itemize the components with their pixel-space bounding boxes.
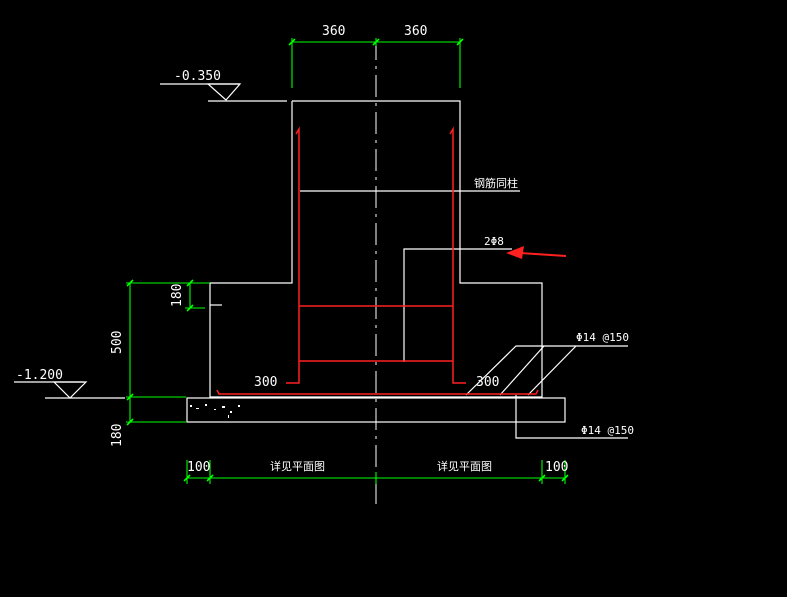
stirrup-label: 2Φ8 <box>484 235 504 248</box>
elevation-marker-upper <box>206 83 242 101</box>
column-bar-right <box>449 126 466 384</box>
column-bar-left <box>286 126 300 384</box>
dim-height-500: 500 <box>110 331 125 354</box>
dim-bottom-right: 100 <box>545 460 568 475</box>
dim-bottom-mid-right: 详见平面图 <box>437 459 492 473</box>
column-step-profile <box>209 100 543 398</box>
slab-hatch <box>190 404 240 418</box>
stirrup-leader <box>403 248 512 362</box>
anchor-left-label: 300 <box>254 375 277 390</box>
dim-bottom-left: 100 <box>187 460 210 475</box>
anchor-right-label: 300 <box>476 375 499 390</box>
rebar-top-label: Φ14 @150 <box>576 331 629 344</box>
dimension-ticks <box>126 38 569 482</box>
elevation-marker-lower <box>52 381 88 399</box>
dim-height-180-upper: 180 <box>170 284 185 307</box>
pointer-arrow <box>506 246 567 259</box>
rebar-top-leader-2 <box>499 345 545 396</box>
rebar-bottom-label: Φ14 @150 <box>581 424 634 437</box>
rebar-bottom-leader <box>515 395 628 439</box>
elevation-lower: -1.200 <box>16 368 63 383</box>
rebar-top-leader <box>465 345 628 396</box>
elevation-upper: -0.350 <box>174 69 221 84</box>
dim-height-180-lower: 180 <box>110 424 125 447</box>
base-bar <box>216 389 539 395</box>
dim-top-right: 360 <box>404 24 427 39</box>
column-rebar-label: 钢筋同柱 <box>474 176 518 190</box>
dim-bottom-mid-left: 详见平面图 <box>270 459 325 473</box>
dim-top-left: 360 <box>322 24 345 39</box>
foundation-outline <box>14 83 628 439</box>
reinforcement <box>216 126 539 395</box>
rebar-top-leader-3 <box>527 345 577 396</box>
dimension-lines <box>126 38 566 484</box>
